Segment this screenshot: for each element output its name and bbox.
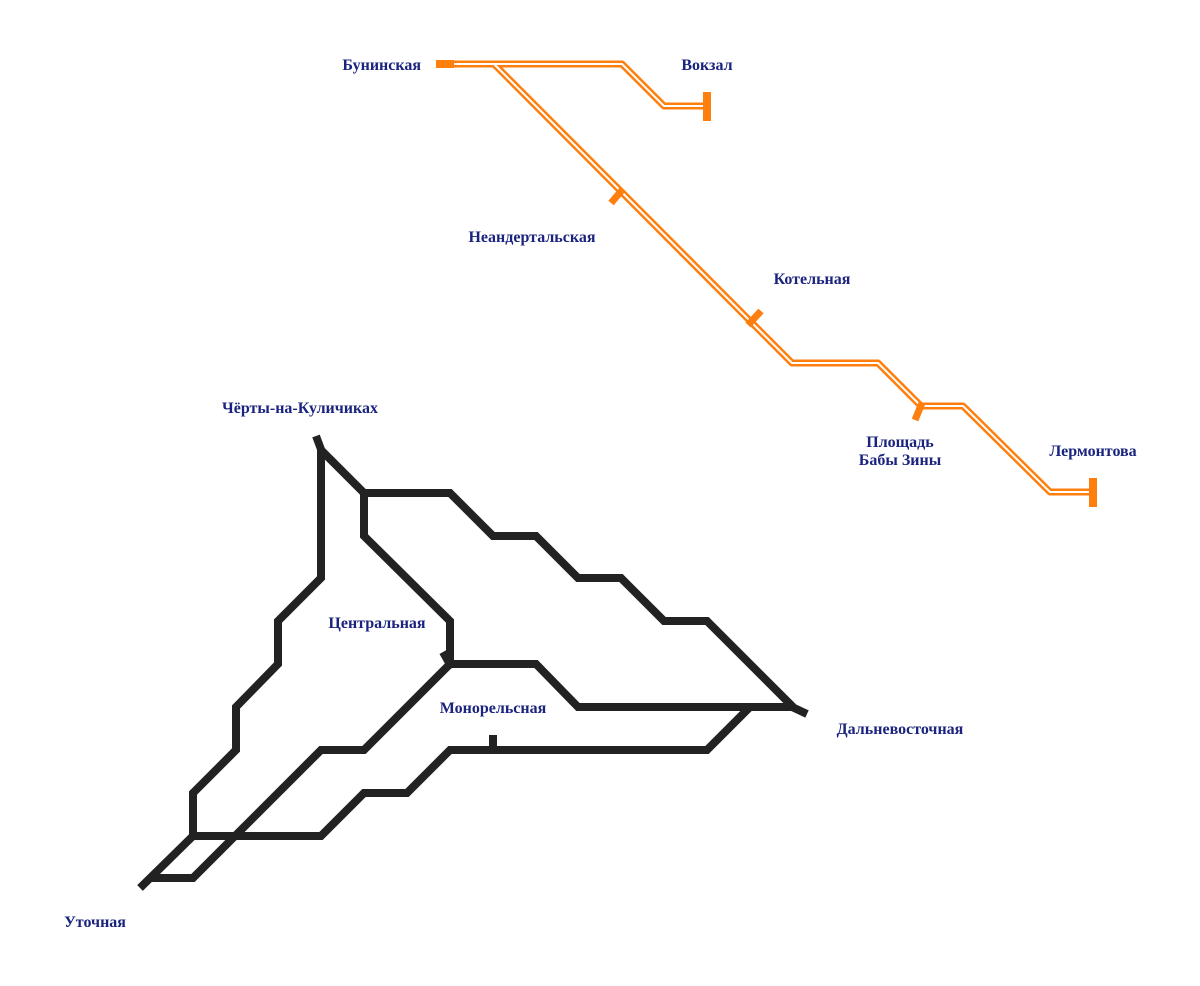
station-marker-ploshchad [911,401,926,422]
station-marker-kotelnaya [745,308,764,328]
label-dalnevostochnaya: Дальневосточная [837,721,964,738]
dark-route-middle [450,660,793,711]
label-neandertalskaya: Неандертальская [468,229,595,246]
station-labels: Бунинская Вокзал Неандертальская Котельн… [64,57,1137,931]
label-buninskaya: Бунинская [342,57,421,74]
dark-network [137,434,809,891]
dark-route-bottom [193,704,753,840]
station-marker-buninskaya [436,60,454,68]
label-kotelnaya: Котельная [774,271,851,288]
label-utochnaya: Уточная [64,914,126,931]
dark-route-left [137,450,325,891]
label-ploshchad-line1: Площадь [866,434,934,451]
station-marker-neandertalskaya [608,186,626,206]
label-lermontova: Лермонтова [1049,443,1136,460]
label-monorelsnaya: Монорельсная [440,700,547,717]
label-tsentralnaya: Центральная [328,615,426,632]
dark-route-diagonal [150,661,453,882]
orange-branch-vokzal [440,60,706,110]
label-ploshchad-line2: Бабы Зины [859,452,942,469]
station-marker-tsentralnaya [439,650,456,670]
dark-route-upper [318,447,796,710]
label-cherty: Чёрты-на-Куличиках [222,400,378,417]
label-vokzal: Вокзал [681,57,732,74]
dark-route-inner [360,493,454,664]
station-marker-cherty [312,434,326,454]
orange-line [436,60,1097,507]
station-marker-dalnevostochnaya [788,702,809,718]
